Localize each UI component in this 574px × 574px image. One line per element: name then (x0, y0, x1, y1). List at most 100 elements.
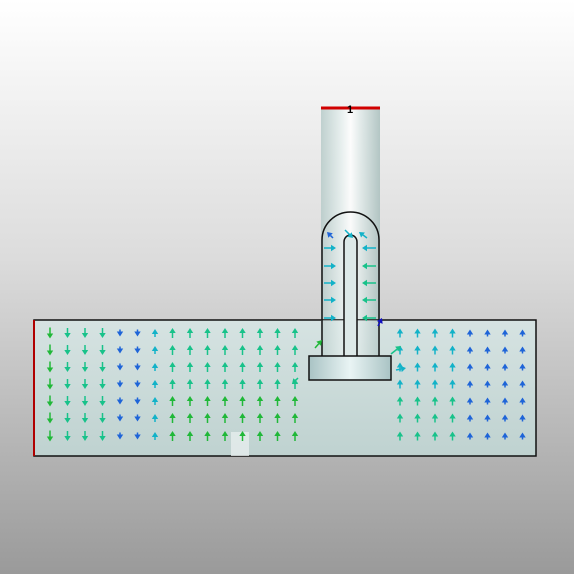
vector-arrow-head (396, 413, 404, 419)
vector-arrow-head (449, 396, 456, 402)
vector-arrow-shaft (314, 343, 320, 349)
vector-arrow-head (362, 262, 367, 270)
vector-arrow-head (466, 363, 474, 369)
vector-arrow-head (221, 328, 229, 333)
vector-arrow-head (291, 396, 299, 401)
vector-arrow-shaft (377, 322, 381, 327)
vector-arrow-head (186, 413, 194, 418)
vector-arrow-head (99, 436, 106, 441)
vector-arrow-head (46, 333, 54, 339)
vector-arrow-head (239, 328, 246, 333)
vector-arrow-head (466, 346, 474, 352)
vector-arrow-head (331, 262, 336, 270)
vector-arrow-head (221, 379, 229, 384)
vector-arrow-head (134, 434, 141, 440)
vector-arrow-head (221, 396, 229, 401)
vector-arrow-head (186, 362, 194, 367)
vector-arrow-head (291, 413, 299, 418)
vector-arrow-head (116, 365, 124, 371)
vector-arrow-head (449, 328, 456, 334)
vector-arrow-head (519, 397, 526, 403)
vector-arrow-head (519, 346, 526, 352)
vector-arrow-head (81, 401, 89, 406)
vector-arrow-head (414, 362, 421, 368)
vector-arrow-head (256, 345, 264, 350)
vector-arrow-head (239, 431, 246, 436)
vector-arrow-head (362, 314, 367, 322)
vector-arrow-shaft (390, 348, 398, 355)
inlet-marker-label: 1 (347, 104, 353, 116)
vector-arrow-head (274, 379, 281, 384)
vector-arrows (46, 229, 526, 442)
vector-arrow-head (221, 362, 229, 367)
vector-arrow-head (256, 379, 264, 384)
vector-arrow-head (204, 362, 211, 367)
vector-arrow-head (396, 396, 404, 402)
vector-arrow-head (64, 401, 71, 406)
vector-arrow-head (359, 232, 365, 238)
vector-arrow-head (466, 380, 474, 386)
vector-arrow-head (274, 345, 281, 350)
vector-arrow-head (274, 328, 281, 333)
vector-arrow-head (134, 365, 141, 371)
vector-arrow-head (169, 345, 176, 350)
vector-arrow-head (316, 340, 322, 346)
vector-arrow-head (519, 329, 526, 335)
vector-arrow-shaft (295, 377, 299, 381)
vector-arrow-head (501, 432, 509, 438)
vector-arrow-head (81, 367, 89, 372)
vector-arrow-head (256, 431, 264, 436)
vector-arrow-head (204, 379, 211, 384)
vector-arrow-head (501, 380, 509, 386)
vector-arrow-head (292, 378, 298, 384)
vector-arrow-head (501, 363, 509, 369)
vector-arrow-head (274, 431, 281, 436)
vector-arrow-head (484, 414, 491, 420)
vector-arrow-shaft (344, 229, 350, 235)
vector-arrow-head (362, 296, 367, 304)
vector-arrow-head (64, 367, 71, 372)
vector-arrow-head (466, 432, 474, 438)
vector-arrow-head (395, 346, 401, 352)
vector-arrow-head (81, 350, 89, 355)
vector-arrow-head (466, 329, 474, 335)
vector-arrow-head (449, 379, 456, 385)
vector-arrow-head (204, 431, 211, 436)
vector-arrow-head (221, 431, 229, 436)
vector-arrow-head (151, 363, 159, 368)
vector-arrow-head (46, 384, 54, 390)
vector-arrow-head (484, 397, 491, 403)
vector-arrow-head (449, 362, 456, 368)
vector-arrow-head (239, 396, 246, 401)
vector-arrow-head (431, 413, 439, 419)
vector-arrow-head (46, 401, 54, 407)
vector-arrow-head (331, 244, 336, 252)
vector-arrow-head (134, 348, 141, 354)
vector-arrow-head (396, 362, 404, 368)
vector-arrow-head (99, 367, 106, 372)
vector-arrow-head (239, 345, 246, 350)
vector-arrow-head (204, 413, 211, 418)
vector-arrow-head (186, 396, 194, 401)
vector-arrow-head (449, 413, 456, 419)
vector-arrow-head (204, 345, 211, 350)
vector-arrow-head (221, 413, 229, 418)
vector-arrow-head (414, 379, 421, 385)
vector-arrow-head (81, 418, 89, 423)
vector-arrow-head (519, 414, 526, 420)
vector-arrow-head (99, 401, 106, 406)
vector-arrow-head (519, 380, 526, 386)
vector-arrow-head (46, 436, 54, 442)
vector-arrow-head (64, 436, 71, 441)
vector-arrow-head (64, 333, 71, 338)
vector-arrow-head (99, 350, 106, 355)
vector-arrow-head (134, 382, 141, 388)
inner-stem (343, 234, 358, 356)
vector-arrow-head (169, 431, 176, 436)
vector-arrow-head (256, 362, 264, 367)
vector-arrow-head (239, 413, 246, 418)
vector-arrow-head (274, 413, 281, 418)
vector-arrow-head (519, 432, 526, 438)
